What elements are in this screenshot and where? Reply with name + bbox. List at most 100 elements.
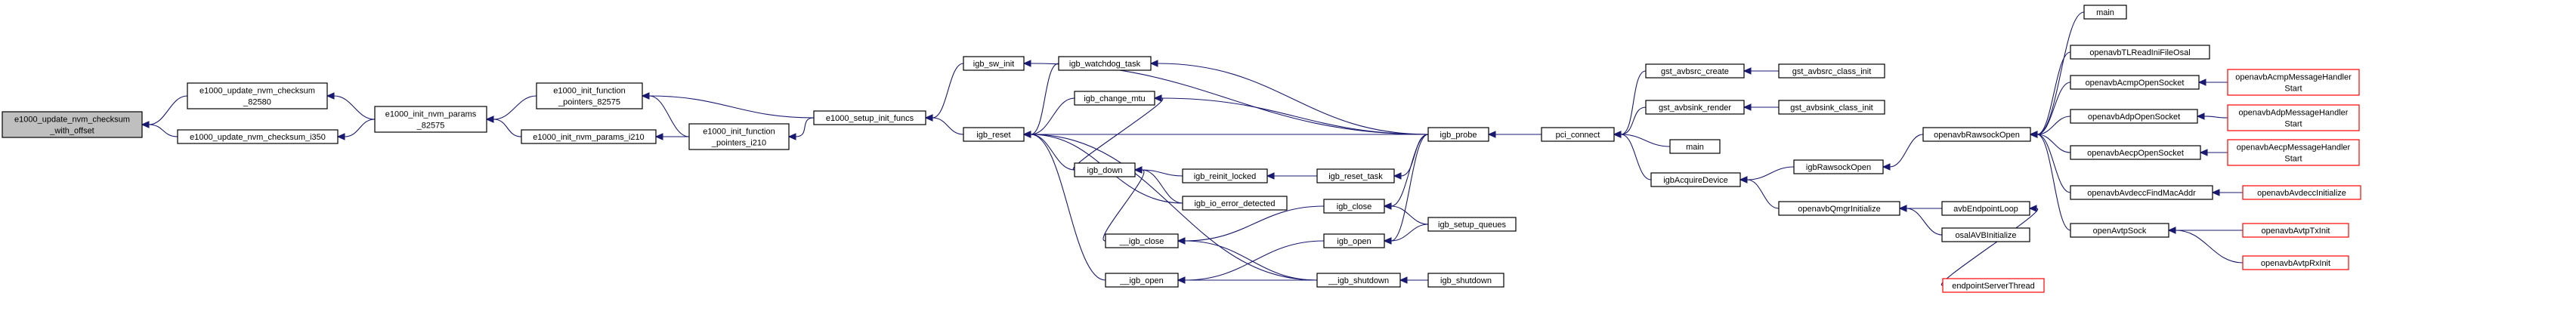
call-edge-swinit-to-setupfuncs [924, 63, 964, 122]
graph-node-acmpsock[interactable]: openavbAcmpOpenSocket [2070, 75, 2200, 90]
call-edge-avbsrcinit-to-avbsrccreate [1743, 67, 1779, 75]
graph-node-avbsinkrender[interactable]: gst_avbsink_render [1645, 100, 1745, 115]
call-edge-open-to-uopen [1177, 240, 1325, 284]
graph-node-avbsrcinit[interactable]: gst_avbsrc_class_init [1778, 63, 1885, 79]
node-label: __igb_open [1119, 276, 1164, 285]
graph-node-uclose[interactable]: __igb_close [1105, 233, 1179, 248]
node-label: endpointServerThread [1952, 282, 2034, 291]
graph-node-oarawsock[interactable]: openavbRawsockOpen [1922, 127, 2031, 142]
call-edge-changemtu-to-reset [1022, 97, 1075, 138]
node-label: igb_probe [1440, 131, 1477, 140]
call-edge-down-to-reset [1022, 131, 1075, 171]
node-label: openavbAvdeccInitialize [2257, 189, 2346, 198]
graph-node-endpointthread[interactable]: endpointServerThread [1942, 278, 2045, 293]
node-label: openavbAvtpRxInit [2261, 259, 2330, 268]
call-edge-ushutdown-to-uclose [1177, 237, 1318, 281]
node-label: igb_watchdog_task [1069, 60, 1141, 69]
graph-node-avdeccinit[interactable]: openavbAvdeccInitialize [2242, 185, 2361, 200]
graph-node-endpointloop[interactable]: avbEndpointLoop [1941, 201, 2030, 216]
graph-node-probe[interactable]: igb_probe [1427, 127, 1489, 142]
graph-node-avbsrccreate[interactable]: gst_avbsrc_create [1645, 63, 1745, 79]
node-label: _with_offset [49, 127, 94, 136]
graph-node-initnvm82575[interactable]: e1000_init_nvm_params_82575 [374, 106, 487, 133]
call-edge-ushutdown-to-uopen [1177, 276, 1318, 284]
call-edge-avbsinkinit-to-avbsinkrender [1743, 103, 1779, 111]
node-layer: e1000_update_nvm_checksum_with_offset e10… [2, 5, 2361, 293]
node-label: main [2096, 8, 2114, 17]
node-label: main [1686, 143, 1704, 152]
graph-node-rawsockopen[interactable]: igbRawsockOpen [1793, 159, 1884, 174]
node-label: _pointers_82575 [558, 98, 620, 107]
call-edge-osalinit-to-qmgrinit [1898, 205, 1943, 236]
call-edge-initfpi210-to-initnvmi210 [654, 133, 690, 140]
call-edge-initfp82575-to-initnvm82575 [485, 95, 537, 123]
graph-node-ioerr[interactable]: igb_io_error_detected [1182, 196, 1288, 211]
graph-node-main1[interactable]: main [1669, 139, 1721, 154]
call-edge-shutdown-to-ushutdown [1399, 276, 1429, 284]
graph-node-pciconnect[interactable]: pci_connect [1541, 127, 1615, 142]
call-edge-acmphandler-to-acmpsock [2197, 79, 2228, 86]
graph-node-acquire[interactable]: igbAcquireDevice [1650, 172, 1741, 187]
graph-node-avtpsock[interactable]: openAvtpSock [2070, 223, 2169, 238]
graph-node-main2[interactable]: main [2083, 5, 2127, 20]
node-label: openavbTLReadIniFileOsal [2089, 48, 2190, 57]
graph-node-ushutdown[interactable]: __igb_shutdown [1316, 273, 1401, 288]
node-label: __igb_close [1119, 237, 1164, 246]
graph-node-avtptx[interactable]: openavbAvtpTxInit [2242, 223, 2349, 238]
graph-node-avdeccmac[interactable]: openavbAvdeccFindMacAddr [2070, 185, 2213, 200]
graph-node-open[interactable]: igb_open [1323, 233, 1385, 248]
node-label: openavbAdpMessageHandler [2239, 109, 2349, 118]
call-edge-qmgrinit-to-acquire [1739, 176, 1780, 209]
call-edge-ushutdown-to-reset [1022, 131, 1318, 281]
node-label: openAvtpSock [2093, 227, 2147, 236]
call-edge-setupqueues-to-open [1383, 224, 1429, 245]
graph-node-changemtu[interactable]: igb_change_mtu [1074, 91, 1155, 106]
graph-node-initnvmi210[interactable]: e1000_init_nvm_params_i210 [521, 129, 657, 144]
graph-node-uopen[interactable]: __igb_open [1105, 273, 1179, 288]
graph-node-swinit[interactable]: igb_sw_init [963, 56, 1025, 71]
graph-node-osalinit[interactable]: osalAVBInitialize [1941, 227, 2030, 242]
graph-node-root[interactable]: e1000_update_nvm_checksum_with_offset [2, 111, 143, 138]
node-label: avbEndpointLoop [1953, 205, 2018, 214]
graph-node-setupfuncs[interactable]: e1000_setup_init_funcs [813, 110, 926, 125]
node-label: _82580 [243, 98, 271, 107]
graph-node-close[interactable]: igb_close [1323, 199, 1385, 214]
graph-node-avtprx[interactable]: openavbAvtpRxInit [2242, 255, 2349, 270]
graph-node-n82580[interactable]: e1000_update_nvm_checksum_82580 [187, 82, 328, 109]
graph-node-reset[interactable]: igb_reset [963, 127, 1025, 142]
node-label: openavbRawsockOpen [1934, 131, 2020, 140]
edge-layer [141, 11, 2244, 286]
node-label: igb_close [1337, 202, 1371, 211]
call-edge-uopen-to-reset [1022, 131, 1106, 281]
graph-node-resettask[interactable]: igb_reset_task [1316, 168, 1395, 183]
graph-node-adpsock[interactable]: openavbAdpOpenSocket [2070, 109, 2198, 124]
node-label: Start [2284, 85, 2302, 94]
graph-node-initfp82575[interactable]: e1000_init_function_pointers_82575 [536, 82, 643, 109]
node-label: openavbAcmpOpenSocket [2086, 79, 2185, 88]
call-edge-initnvm82575-to-ni350 [336, 119, 376, 140]
node-label: igb_shutdown [1440, 276, 1492, 285]
call-edge-main1-to-pciconnect [1613, 131, 1671, 147]
call-edge-probe-to-watchdog [1149, 60, 1429, 135]
graph-node-shutdown[interactable]: igb_shutdown [1427, 273, 1504, 288]
node-label: openavbAvtpTxInit [2262, 227, 2330, 236]
node-label: igbAcquireDevice [1663, 176, 1728, 185]
call-edge-setupfuncs-to-initfpi210 [787, 117, 815, 140]
node-label: gst_avbsink_render [1659, 103, 1731, 113]
graph-node-down[interactable]: igb_down [1074, 162, 1136, 177]
graph-node-ni350[interactable]: e1000_update_nvm_checksum_i350 [177, 129, 339, 144]
graph-node-watchdog[interactable]: igb_watchdog_task [1058, 56, 1152, 71]
graph-node-avbsinkinit[interactable]: gst_avbsink_class_init [1778, 100, 1885, 115]
graph-node-tlread[interactable]: openavbTLReadIniFileOsal [2070, 45, 2210, 60]
graph-node-reinit[interactable]: igb_reinit_locked [1182, 168, 1268, 183]
graph-node-initfpi210[interactable]: e1000_init_function_pointers_i210 [688, 123, 790, 150]
node-label: openavbAdpOpenSocket [2088, 113, 2180, 122]
graph-node-setupqueues[interactable]: igb_setup_queues [1427, 217, 1517, 232]
call-edge-acmpsock-to-oarawsock [2029, 82, 2071, 138]
graph-node-qmgrinit[interactable]: openavbQmgrInitialize [1778, 201, 1900, 216]
graph-node-aecpsock[interactable]: openavbAecpOpenSocket [2070, 145, 2201, 160]
